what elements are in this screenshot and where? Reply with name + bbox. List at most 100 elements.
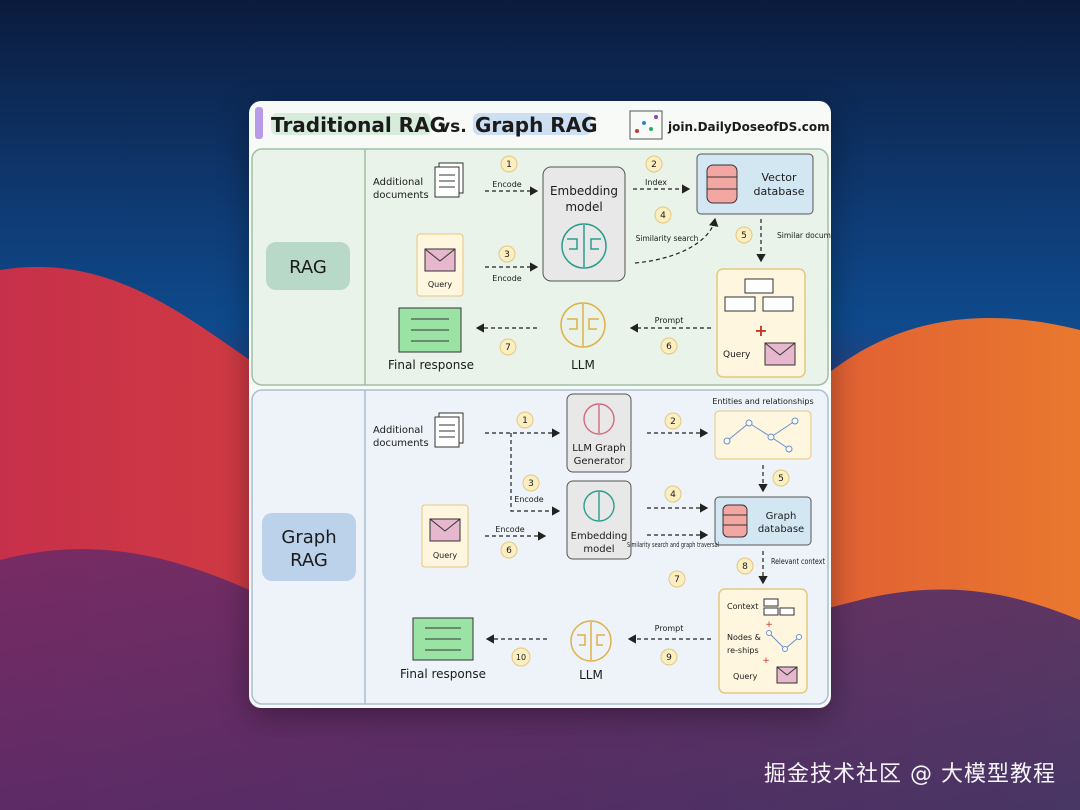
- svg-text:Prompt: Prompt: [655, 624, 684, 633]
- header: Traditional RAG vs. Graph RAG join.Daily…: [255, 107, 830, 140]
- svg-text:7: 7: [505, 343, 511, 353]
- svg-text:1: 1: [506, 160, 512, 170]
- graph-embedding-label-2: model: [583, 544, 614, 555]
- graph-step-8: 8 Relevant context: [736, 557, 825, 575]
- rag-context-envelope-icon: [764, 342, 796, 366]
- rag-step-2: 2 Index: [645, 155, 667, 187]
- graph-step-10: 10: [511, 647, 531, 667]
- svg-text:Index: Index: [645, 178, 667, 187]
- watermark: 掘金技术社区 @ 大模型教程: [764, 762, 1056, 787]
- knowledge-graph-icon: [723, 417, 799, 453]
- rag-section: RAG Additional documents Query Embedding…: [251, 148, 831, 386]
- graph-generator-label-2: Generator: [574, 456, 626, 467]
- context-label: Context: [727, 602, 758, 611]
- svg-text:9: 9: [666, 653, 672, 663]
- nodes-label-2: re-ships: [727, 646, 759, 655]
- graph-final-response-label: Final response: [400, 667, 486, 681]
- graph-section-label-1: Graph: [281, 527, 336, 548]
- vector-database-label-2: database: [754, 185, 805, 198]
- graph-generator-brain-icon: [583, 403, 615, 435]
- rag-step-7: 7: [499, 338, 517, 356]
- rag-step-4: 4 Similarity search: [636, 206, 699, 243]
- context-envelope-icon: [776, 666, 798, 684]
- svg-text:4: 4: [660, 211, 666, 221]
- rag-step-3: 3 Encode: [492, 245, 522, 283]
- rag-documents-label-1: Additional: [373, 177, 423, 188]
- site-link[interactable]: join.DailyDoseofDS.com: [667, 120, 830, 134]
- svg-text:5: 5: [778, 474, 784, 484]
- svg-text:2: 2: [651, 160, 657, 170]
- rag-query-label: Query: [428, 280, 453, 289]
- graph-query-label: Query: [433, 551, 458, 560]
- graph-documents-label-1: Additional: [373, 425, 423, 436]
- graph-embedding-label-1: Embedding: [571, 531, 628, 542]
- graph-database-label-1: Graph: [766, 511, 797, 522]
- svg-text:Encode: Encode: [492, 180, 521, 189]
- title-vs: vs.: [439, 117, 467, 137]
- svg-text:Encode: Encode: [492, 274, 521, 283]
- plus-icon: +: [754, 321, 767, 340]
- rag-query-envelope-icon: [424, 248, 456, 272]
- entities-label: Entities and relationships: [712, 397, 813, 406]
- nodes-label-1: Nodes &: [727, 633, 761, 642]
- rag-llm-brain-icon: [560, 302, 606, 348]
- plus-icon-1: +: [765, 620, 773, 630]
- graph-database-icon: [722, 504, 748, 538]
- graph-llm-brain-icon: [570, 620, 612, 662]
- svg-text:1: 1: [522, 416, 528, 426]
- svg-text:Prompt: Prompt: [655, 316, 684, 325]
- rag-documents-icon: [434, 162, 464, 198]
- graph-step-1: 1: [516, 411, 534, 429]
- svg-text:Encode: Encode: [495, 525, 524, 534]
- svg-text:Encode: Encode: [514, 495, 543, 504]
- rag-section-label: RAG: [289, 257, 327, 278]
- title-traditional-rag: Traditional RAG: [271, 113, 446, 137]
- svg-text:Relevant context: Relevant context: [771, 557, 825, 566]
- graph-embedding-brain-icon: [583, 490, 615, 522]
- rag-embedding-label-2: model: [565, 200, 602, 214]
- graph-step-4: 4: [664, 485, 682, 503]
- context-docs-icon: [763, 598, 795, 616]
- site-logo-icon: [629, 110, 663, 140]
- rag-context-query-label: Query: [723, 350, 751, 360]
- rag-embedding-label-1: Embedding: [550, 184, 618, 198]
- svg-text:2: 2: [670, 417, 676, 427]
- retrieved-docs-icon: [724, 278, 794, 312]
- svg-text:3: 3: [504, 250, 510, 260]
- graph-step-3: 3 Encode: [514, 474, 544, 504]
- svg-text:5: 5: [741, 231, 747, 241]
- rag-final-response-icon: [398, 307, 462, 353]
- rag-documents-label-2: documents: [373, 190, 429, 201]
- graph-step-9: 9 Prompt: [655, 624, 684, 666]
- graph-step-6: 6 Encode: [495, 525, 525, 559]
- rag-embedding-brain-icon: [561, 223, 607, 269]
- svg-text:3: 3: [528, 479, 534, 489]
- svg-text:Similarity search and graph tr: Similarity search and graph traversal: [627, 541, 719, 549]
- vector-database-label-1: Vector: [761, 171, 797, 184]
- svg-text:8: 8: [742, 562, 748, 572]
- graph-step-2: 2: [664, 412, 682, 430]
- context-query-label: Query: [733, 672, 758, 681]
- graph-database-label-2: database: [758, 524, 804, 535]
- svg-text:7: 7: [674, 575, 680, 585]
- graph-rag-section: Graph RAG Additional documents Query LLM…: [251, 389, 829, 705]
- rag-llm-label: LLM: [571, 358, 595, 372]
- svg-text:Similar documents: Similar documents: [777, 231, 831, 240]
- graph-documents-icon: [434, 412, 464, 448]
- graph-documents-label-2: documents: [373, 438, 429, 449]
- context-graph-icon: [766, 630, 802, 652]
- rag-comparison-card: Traditional RAG vs. Graph RAG join.Daily…: [249, 101, 831, 708]
- svg-text:6: 6: [506, 546, 512, 556]
- rag-step-1: 1 Encode: [492, 155, 522, 189]
- graph-step-5: 5: [772, 469, 790, 487]
- svg-text:4: 4: [670, 490, 676, 500]
- svg-text:Similarity search: Similarity search: [636, 234, 699, 243]
- graph-section-label-2: RAG: [290, 550, 328, 571]
- title-graph-rag: Graph RAG: [475, 113, 598, 137]
- rag-final-response-label: Final response: [388, 358, 474, 372]
- svg-text:6: 6: [666, 342, 672, 352]
- plus-icon-2: +: [762, 656, 770, 666]
- graph-llm-label: LLM: [579, 668, 603, 682]
- vector-database-icon: [706, 164, 738, 204]
- rag-step-6: 6 Prompt: [655, 316, 684, 355]
